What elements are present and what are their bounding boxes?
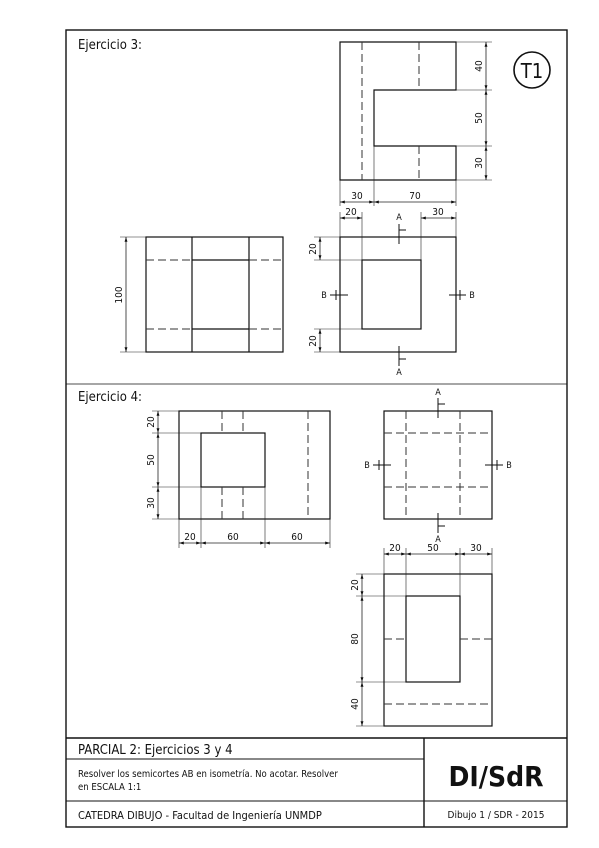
ex4-top-dim-text: 20 [350,579,361,591]
ex3-top-dim-text: 30 [474,157,485,169]
ex4-cut-label-b-left: B [364,461,370,471]
ex4-front-dim-text: 30 [146,497,157,509]
ex4-front-dim-text: 60 [227,532,239,543]
ex4-cut-label-a-top: A [435,388,441,398]
ex4-front-dim-text: 50 [146,454,157,466]
ex3-top-dim-text: 40 [474,60,485,72]
ex4-top-outline [383,573,493,727]
ex4-front-outline [178,410,331,520]
ex3-top-dim-text: 30 [351,191,363,202]
title-block-drawing-ref: Dibujo 1 / SDR - 2015 [448,810,545,821]
ex3-cut-label-a-top: A [396,213,402,223]
ex4-top-inner [405,595,461,683]
badge-label: T1 [520,59,543,83]
ex3-side-dim-text: 30 [432,207,444,218]
ex3-cut-label-b-right: B [469,291,475,301]
title-block: PARCIAL 2: Ejercicios 3 y 4 Resolver los… [66,737,567,827]
ex3-cut-label-a-bottom: A [396,368,402,378]
exercise4-title: Ejercicio 4: [78,390,142,405]
ex4-top-view: 20 50 30 20 80 40 [350,543,493,727]
ex3-front-outline [145,236,284,353]
ex3-side-outline [339,236,457,353]
ex3-front-dim-text: 100 [114,286,125,303]
ex4-top-dim-text: 20 [389,543,401,554]
ex3-side-dim-text: 20 [308,335,319,347]
ex3-top-dim-text: 50 [474,112,485,124]
ex4-side-view: A A B B [364,388,512,545]
title-block-title: PARCIAL 2: Ejercicios 3 y 4 [78,743,233,758]
ex3-side-view: 20 30 20 20 A A B B [308,207,475,378]
ex4-side-outline [383,410,493,520]
ex4-top-dim-text: 80 [350,633,361,645]
exercise3-title: Ejercicio 3: [78,38,142,53]
ex4-top-dim-text: 40 [350,698,361,710]
ex3-top-dim-text: 70 [409,191,421,202]
sheet-border [65,29,568,828]
ex4-cut-label-b-right: B [506,461,512,471]
ex3-side-dim-text: 20 [345,207,357,218]
ex4-top-dim-text: 50 [427,543,439,554]
badge-circle [513,51,551,89]
ex3-top-view: 40 50 30 30 70 [339,41,492,206]
ex4-front-view: 20 50 30 20 60 60 [146,410,331,548]
title-block-course: CATEDRA DIBUJO - Facultad de Ingeniería … [78,809,322,822]
sheet-badge: T1 [513,51,551,89]
ex3-side-inner [361,259,422,330]
ex3-cut-label-b-left: B [321,291,327,301]
ex4-front-dim-text: 20 [146,416,157,428]
title-block-instructions-2: en ESCALA 1:1 [78,782,141,793]
ex3-front-view: 100 [114,236,284,353]
ex3-side-dim-text: 20 [308,243,319,255]
ex3-top-outline [339,41,457,181]
ex4-cut-label-a-bottom: A [435,535,441,545]
ex4-front-inner [200,432,266,488]
ex4-front-dim-text: 60 [291,532,303,543]
ex4-front-dim-text: 20 [184,532,196,543]
title-block-instructions-1: Resolver los semicortes AB en isometría.… [78,769,338,780]
title-block-logo: DI/SdR [448,760,543,793]
ex4-top-dim-text: 30 [470,543,482,554]
